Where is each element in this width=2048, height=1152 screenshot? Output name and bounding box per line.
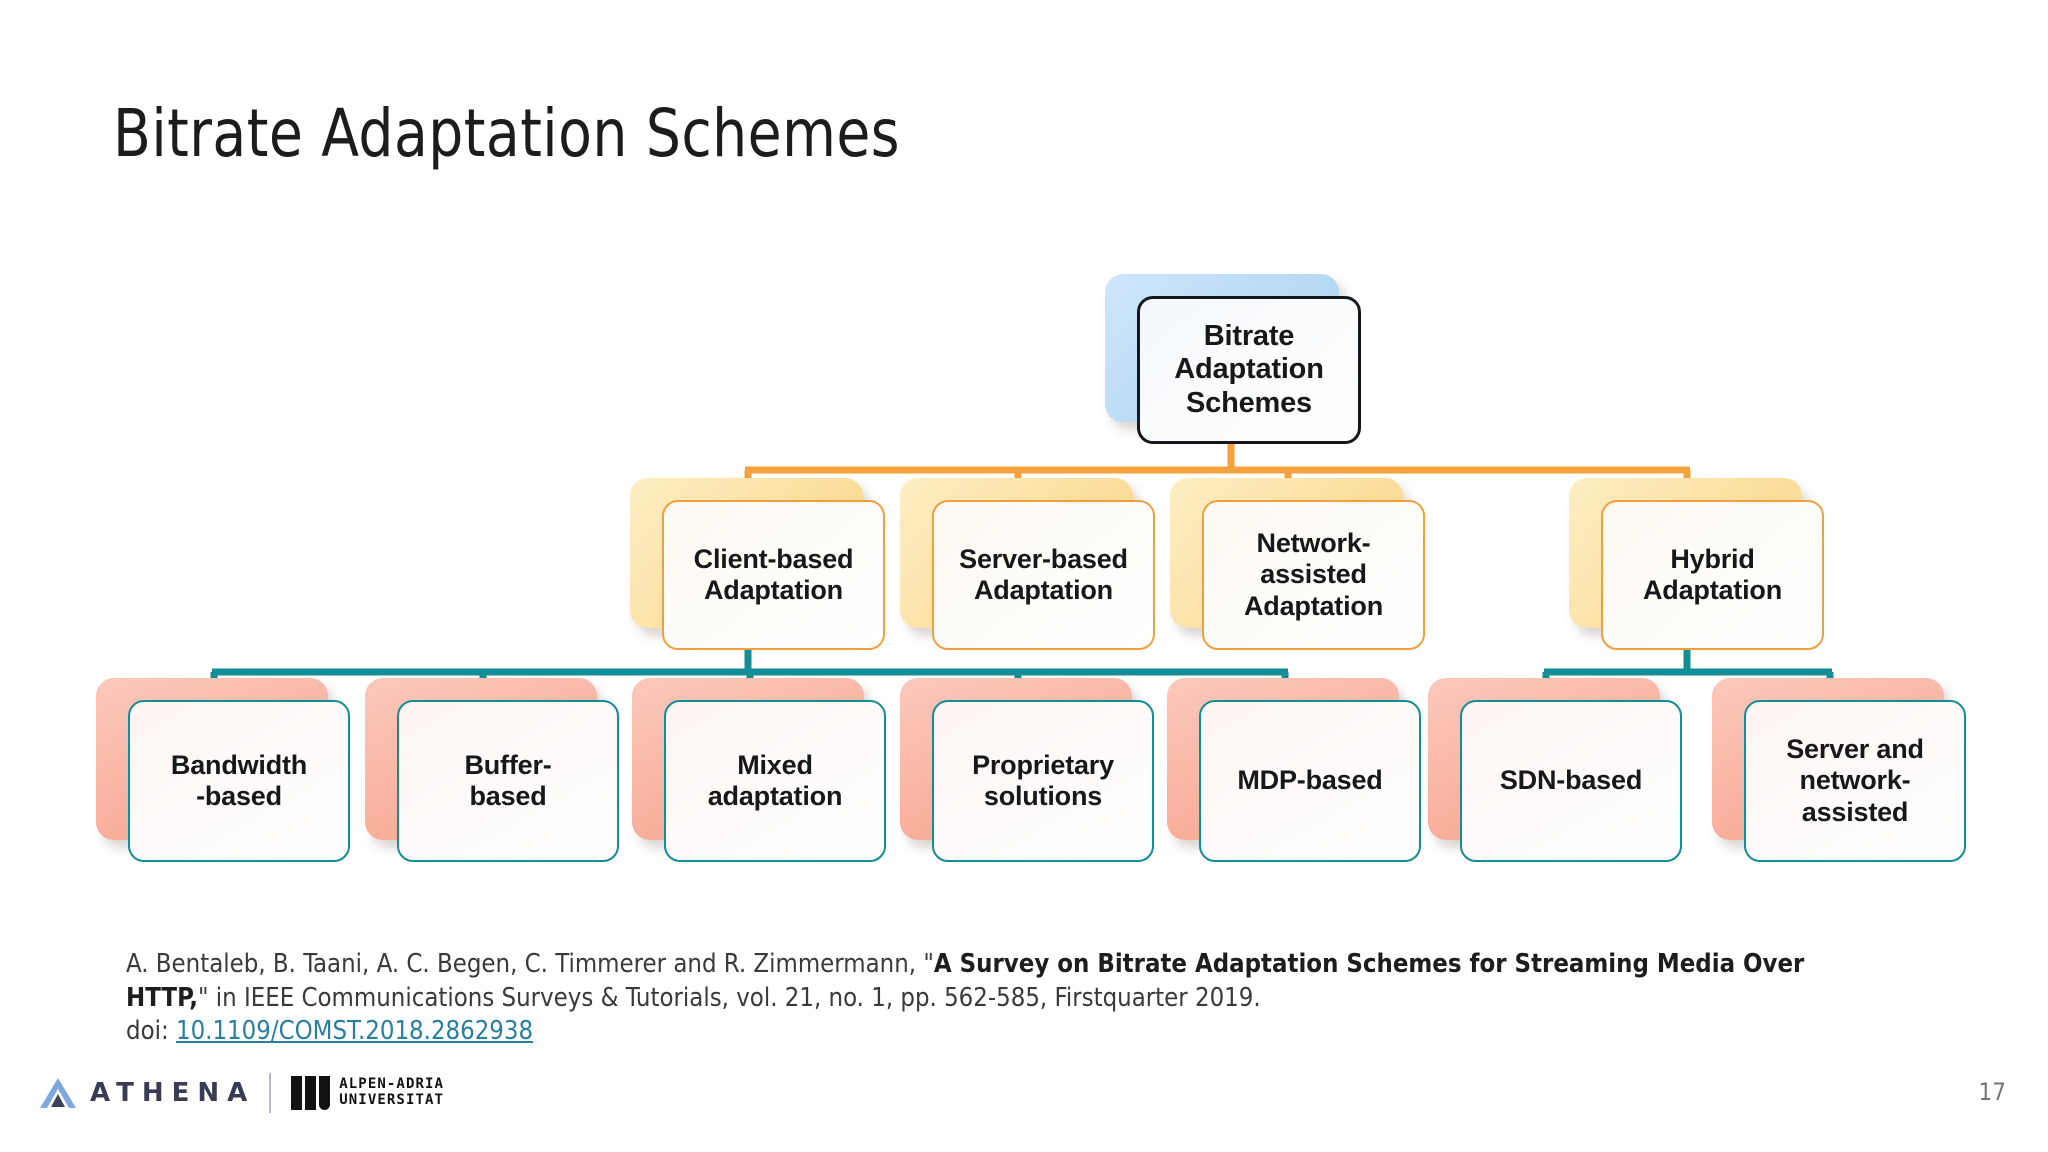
page-number: 17 (1978, 1078, 2006, 1106)
node-label-line2: adaptation (707, 781, 843, 811)
aau-line-1: ALPEN-ADRIA (339, 1076, 445, 1093)
node-label-line2: -based (196, 781, 282, 811)
node-label-line2: solutions (983, 781, 1103, 811)
node-label-line3: Adaptation (1244, 590, 1383, 621)
node-card: Buffer- based (397, 700, 619, 862)
node-label-line2: assisted (1260, 559, 1367, 590)
node-label-line2: Adaptation (1643, 575, 1782, 605)
node-card: Bandwidth -based (128, 700, 350, 862)
node-label-line3: assisted (1801, 796, 1909, 827)
node-mdp-based[interactable]: MDP-based (1167, 678, 1421, 862)
node-sdn-based[interactable]: SDN-based (1428, 678, 1682, 862)
athena-logo-text: ATHENA (90, 1078, 256, 1108)
node-server-based-adaptation[interactable]: Server-based Adaptation (900, 478, 1155, 650)
node-card: Server-based Adaptation (932, 500, 1155, 650)
node-buffer-based[interactable]: Buffer- based (365, 678, 619, 862)
node-client-based-adaptation[interactable]: Client-based Adaptation (630, 478, 885, 650)
node-label-line1: SDN-based (1499, 765, 1643, 796)
node-label-line1: MDP-based (1237, 765, 1383, 796)
node-proprietary-solutions[interactable]: Proprietary solutions (900, 678, 1154, 862)
aau-logo-text: ALPEN-ADRIA UNIVERSITAT (339, 1077, 444, 1108)
node-card: Proprietary solutions (932, 700, 1154, 862)
doi-link[interactable]: 10.1109/COMST.2018.2862938 (176, 1016, 534, 1047)
node-label-line1: Bandwidth (170, 749, 308, 780)
node-label-line1: Proprietary (972, 749, 1114, 780)
node-label-line2: based (469, 781, 547, 811)
node-card: Client-based Adaptation (662, 500, 885, 650)
node-label-line3: Schemes (1186, 386, 1312, 419)
citation-venue: " in IEEE Communications Surveys & Tutor… (197, 982, 1261, 1013)
citation-block: A. Bentaleb, B. Taani, A. C. Begen, C. T… (126, 948, 1846, 1049)
aau-line-2: UNIVERSITAT (339, 1092, 445, 1108)
node-card: Bitrate Adaptation Schemes (1137, 296, 1361, 444)
node-card: Hybrid Adaptation (1601, 500, 1824, 650)
node-mixed-adaptation[interactable]: Mixed adaptation (632, 678, 886, 862)
doi-label: doi: (126, 1016, 176, 1047)
node-label-line2: Adaptation (703, 575, 843, 605)
node-card: Network- assisted Adaptation (1202, 500, 1425, 650)
athena-logo-icon (40, 1078, 76, 1108)
node-hybrid-adaptation[interactable]: Hybrid Adaptation (1569, 478, 1824, 650)
node-card: MDP-based (1199, 700, 1421, 862)
logo-divider (269, 1073, 272, 1113)
node-label-line1: Server and (1786, 734, 1924, 765)
citation-authors: A. Bentaleb, B. Taani, A. C. Begen, C. T… (126, 949, 934, 979)
node-bandwidth-based[interactable]: Bandwidth -based (96, 678, 350, 862)
node-label-line1: Server-based (959, 543, 1128, 574)
node-label-line1: Bitrate (1203, 319, 1295, 352)
node-label-line2: network- (1799, 765, 1911, 796)
node-label-line1: Mixed (737, 749, 813, 780)
footer-logo-group: ATHENA ALPEN-ADRIA UNIVERSITAT (38, 1073, 444, 1113)
node-label-line1: Client-based (693, 543, 854, 574)
node-network-assisted-adaptation[interactable]: Network- assisted Adaptation (1170, 478, 1425, 650)
node-label-line1: Buffer- (464, 749, 552, 780)
node-card: SDN-based (1460, 700, 1682, 862)
page-title: Bitrate Adaptation Schemes (113, 95, 901, 172)
aau-logo-icon (291, 1076, 331, 1110)
citation-paper-title: A Survey on Bitrate Adaptation Schemes f… (126, 949, 1805, 1013)
node-label-line2: Adaptation (973, 575, 1113, 605)
node-label-line1: Hybrid (1670, 543, 1755, 574)
node-label-line2: Adaptation (1174, 353, 1324, 386)
node-server-and-network-assisted[interactable]: Server and network- assisted (1712, 678, 1966, 862)
node-label-line1: Network- (1256, 528, 1371, 559)
node-bitrate-adaptation-schemes[interactable]: Bitrate Adaptation Schemes (1105, 274, 1361, 444)
node-card: Mixed adaptation (664, 700, 886, 862)
node-card: Server and network- assisted (1744, 700, 1966, 862)
